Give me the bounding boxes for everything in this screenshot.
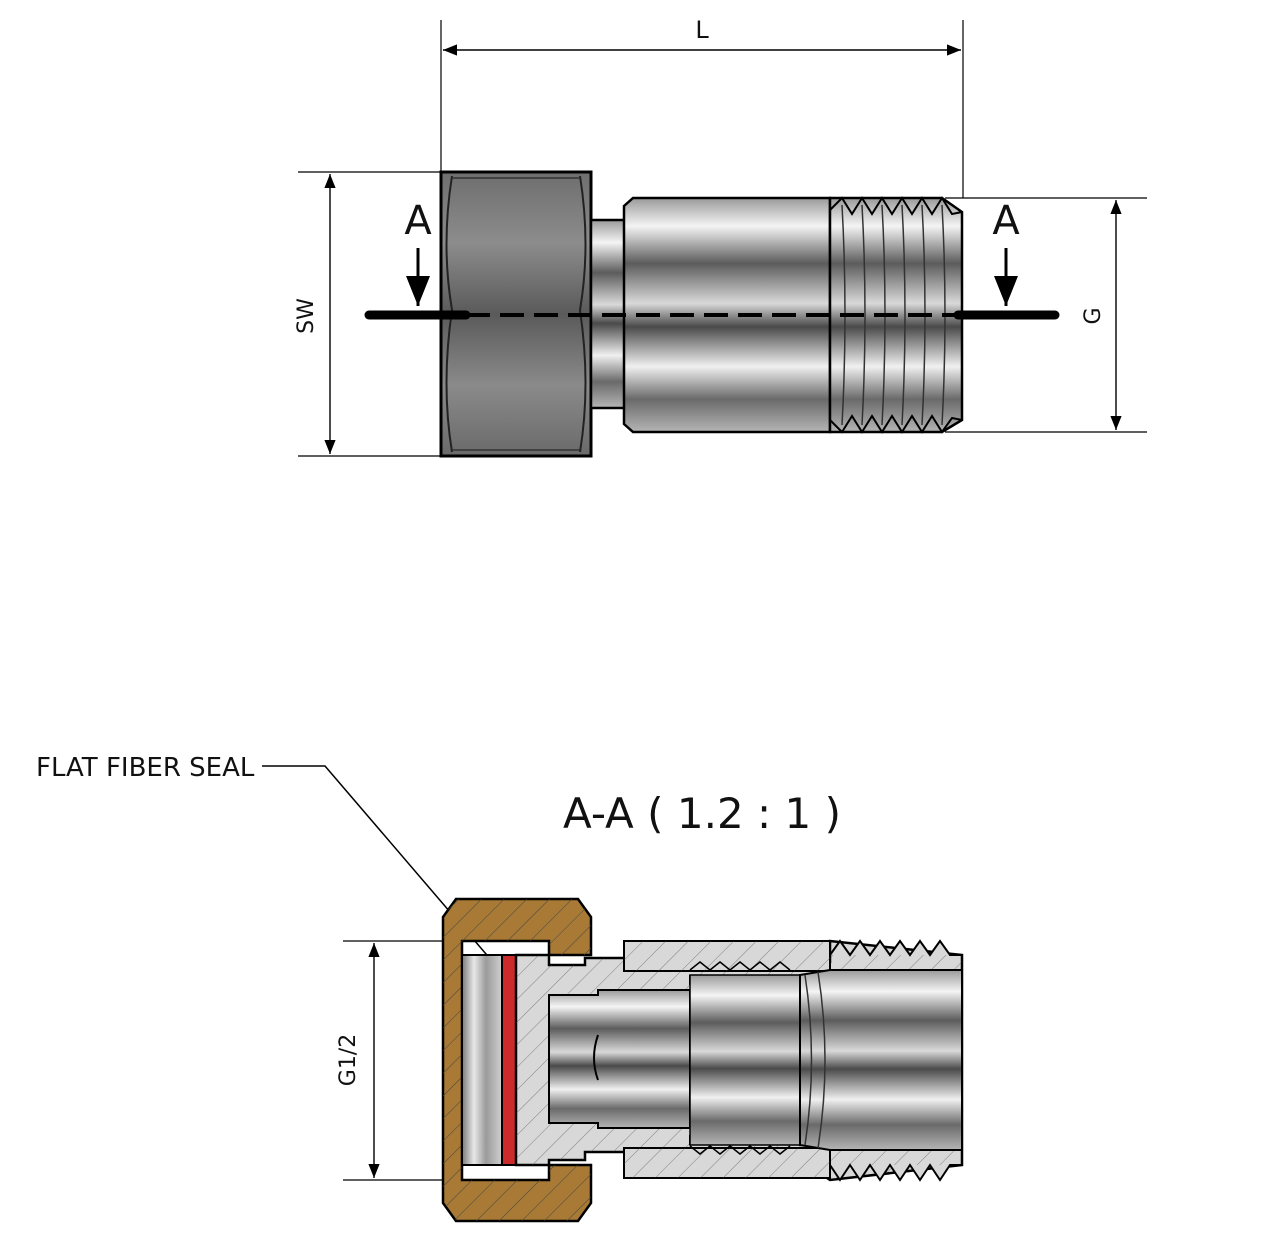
side-view: L SW G [294, 16, 1147, 458]
dimension-label-g: G [1081, 307, 1106, 324]
inner-insert [548, 974, 801, 1146]
seal-callout-leader [262, 765, 499, 969]
section-marker-left: A [404, 198, 432, 244]
section-title: A-A ( 1.2 : 1 ) [563, 789, 841, 838]
fiber-seal [501, 954, 517, 1166]
section-view: A-A ( 1.2 : 1 ) FLAT FIBER SEAL G1/2 [36, 753, 964, 1223]
dimension-label-sw: SW [294, 298, 319, 334]
dimension-label-g12: G1/2 [336, 1034, 361, 1086]
outlet-groove [804, 971, 826, 1149]
nut-section [441, 897, 593, 1223]
dimension-label-length: L [695, 16, 709, 44]
section-marker-right: A [992, 198, 1020, 244]
seal-callout-label: FLAT FIBER SEAL [36, 753, 255, 783]
outlet-bore [799, 969, 963, 1151]
